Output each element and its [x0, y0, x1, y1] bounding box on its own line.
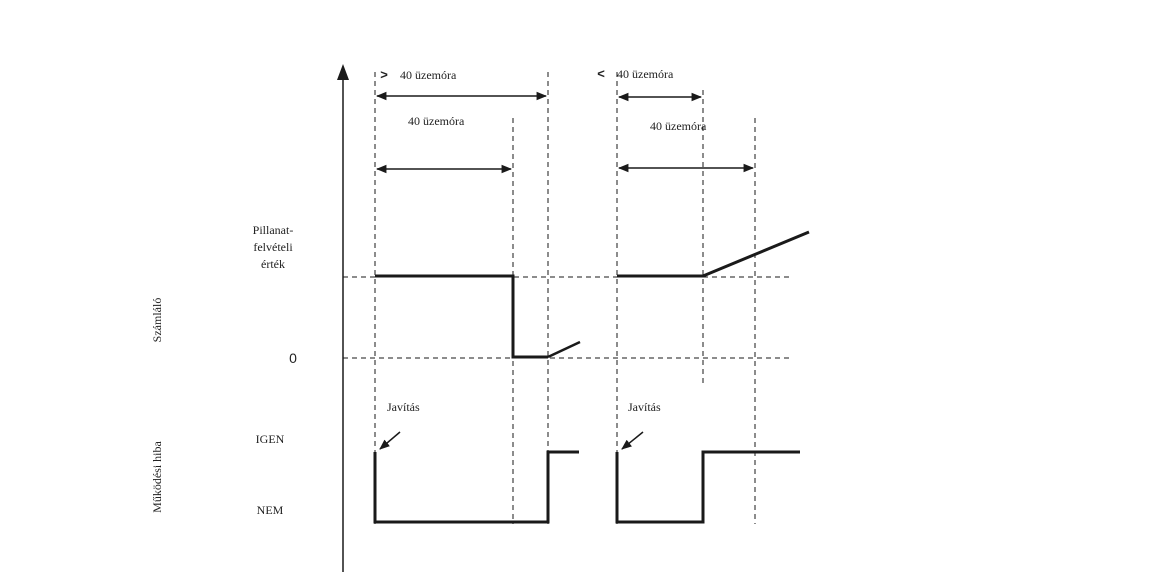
yes-label: IGEN	[256, 432, 285, 446]
right-top-text: 40 üzemóra	[617, 67, 674, 81]
right-top-marker: <	[597, 66, 605, 81]
right-repair-label: Javítás	[628, 400, 661, 414]
repair-right-arrow	[621, 431, 644, 450]
fault-left-trace	[373, 450, 579, 524]
repair-arrows	[379, 431, 644, 450]
counter-right-trace	[617, 230, 810, 278]
fault-axis-label: Működési hiba	[150, 441, 164, 513]
right-inner-text: 40 üzemóra	[650, 119, 707, 133]
no-label: NEM	[257, 503, 284, 517]
snapshot-label-line-3: érték	[261, 257, 285, 271]
counter-axis-label: Számláló	[150, 298, 164, 343]
counter-left-restart	[547, 340, 581, 359]
horizontal-guides	[343, 276, 792, 359]
repair-left-arrow	[379, 431, 401, 450]
left-top-marker: >	[380, 67, 388, 82]
snapshot-label-line-1: Pillanat-	[253, 223, 294, 237]
snapshot-label-line-2: felvételi	[253, 240, 293, 254]
vertical-guides	[374, 72, 756, 524]
dimension-arrows	[375, 91, 755, 174]
left-repair-label: Javítás	[387, 400, 420, 414]
zero-label: 0	[289, 350, 297, 366]
fault-right-trace	[615, 450, 800, 524]
vertical-axis	[337, 64, 349, 572]
left-top-text: 40 üzemóra	[400, 68, 457, 82]
fault-waveform	[373, 450, 800, 524]
counter-waveform	[375, 230, 810, 359]
counter-left-trace	[375, 274, 548, 359]
left-inner-text: 40 üzemóra	[408, 114, 465, 128]
